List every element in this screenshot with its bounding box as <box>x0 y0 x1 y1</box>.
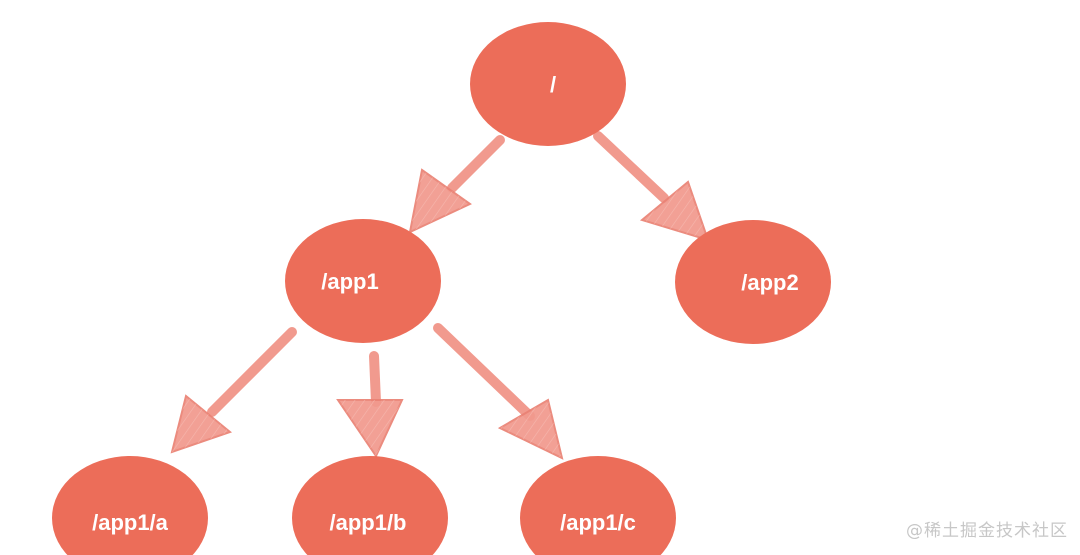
edge-app1-app1c <box>433 323 564 460</box>
node-root: / <box>470 22 626 146</box>
node-app2-label: /app2 <box>741 270 798 295</box>
node-app1a: /app1/a <box>52 456 208 555</box>
edge-app1-app1b <box>336 351 404 459</box>
node-app1c-label: /app1/c <box>560 510 636 535</box>
node-app1b-label: /app1/b <box>329 510 406 535</box>
edge-root-app2 <box>593 131 710 242</box>
node-app1-label: /app1 <box>321 269 378 294</box>
edge-root-app1 <box>408 135 505 234</box>
node-app1a-label: /app1/a <box>92 510 169 535</box>
watermark-text: @稀土掘金技术社区 <box>906 521 1068 541</box>
edge-app1-app1a <box>170 327 297 454</box>
node-app1: /app1 <box>285 219 441 343</box>
node-app2: /app2 <box>675 220 831 344</box>
node-root-label: / <box>550 72 556 97</box>
node-app1b: /app1/b <box>292 456 448 555</box>
node-app1c: /app1/c <box>520 456 676 555</box>
